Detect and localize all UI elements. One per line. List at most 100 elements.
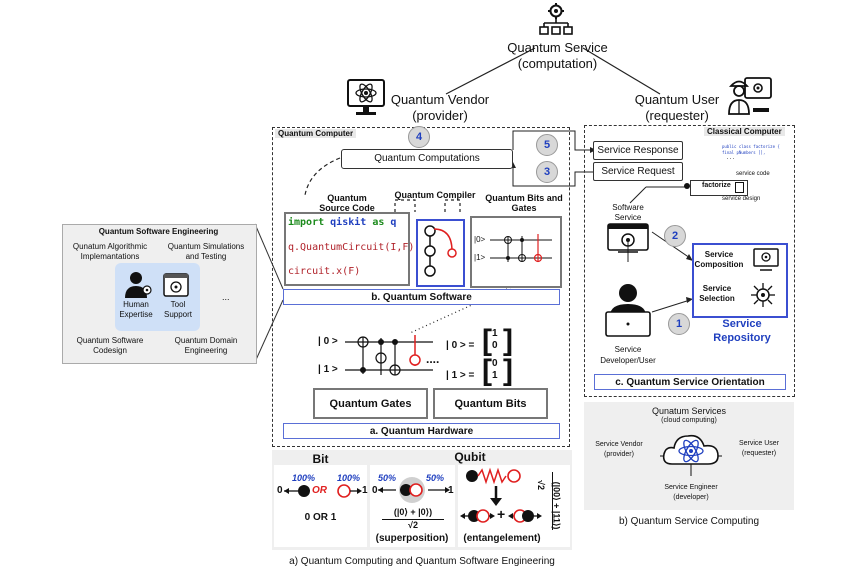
atom-monitor-icon: [347, 79, 385, 115]
vec0-top: 1: [492, 328, 498, 339]
services-engineer-sub: (developer): [673, 494, 709, 501]
code-snippet-line-1: public class factorize {: [722, 144, 780, 149]
qse-ellipsis: ...: [222, 292, 230, 302]
bits-gates-box: [470, 216, 562, 288]
bit-zero: 0: [277, 485, 283, 496]
software-service-icon: [607, 223, 649, 253]
qubit-title: Qubit: [454, 450, 486, 464]
service-response-text: Service Response: [597, 145, 679, 156]
code-snippet-line-3: ...: [726, 155, 736, 161]
superposition-formula-den: √2: [408, 520, 418, 530]
factorize-box: [690, 180, 748, 196]
qubit-prob-right: 50%: [426, 473, 445, 483]
qubit-one: 1: [448, 485, 454, 496]
qse-top-right: Quantum Simulations and Testing: [167, 242, 245, 261]
step-1-badge: 1: [668, 313, 690, 335]
developer-line-2: Developer/User: [600, 356, 656, 365]
entanglement-caption: (entangelement): [463, 533, 541, 544]
selection-chip-icon: [751, 283, 775, 307]
step-2-badge: 2: [664, 225, 686, 247]
entanglement-vertical-den: √2: [535, 480, 546, 490]
selection-label: Service Selection: [699, 284, 735, 303]
bits-gates-title: Quantum Bits and Gates: [485, 193, 563, 213]
qse-bottom-left: Quantum Software Codesign: [76, 336, 144, 355]
step-5-badge: 5: [536, 134, 558, 156]
bit-prob-right: 100%: [337, 473, 361, 483]
service-request-box: Service Request: [593, 162, 683, 181]
quantum-software-label: b. Quantum Software: [283, 289, 560, 305]
developer-line-1: Service: [614, 345, 642, 354]
hw-circuit: [345, 335, 433, 376]
vec1-label: | 1 > =: [446, 370, 475, 381]
code-line-1: import qiskit as q: [288, 217, 397, 228]
services-user: Service User: [738, 440, 780, 447]
vec0-label: | 0 > =: [446, 340, 475, 351]
vec1-top: 0: [492, 358, 498, 369]
source-code-box: import qiskit as q q.QuantumCircuit(I,F)…: [284, 212, 414, 286]
step-4-badge: 4: [408, 126, 430, 148]
service-request-text: Service Request: [601, 166, 675, 177]
sw-circuit: [490, 234, 552, 263]
code-line-3: circuit.x(F): [288, 266, 361, 277]
superposition-formula-num: (|0⟩ + |0⟩): [393, 507, 433, 517]
bit-area: [274, 465, 367, 547]
bit-states: [284, 484, 362, 498]
vendor-title: Quantum Vendor: [390, 92, 490, 107]
service-response-box: Service Response: [593, 141, 683, 160]
user-title: Quantum User: [634, 92, 720, 107]
compiler-title: Quantum Compiler: [394, 190, 476, 200]
hw-ket-1: | 1 >: [318, 364, 338, 375]
qse-top-left: Qunatum Algorithmic Implemantations: [72, 242, 148, 261]
sw-ket-1: |1>: [474, 253, 486, 262]
vec0-bottom: 0: [492, 340, 498, 351]
tool-support-label: Tool Support: [163, 300, 193, 319]
service-code-label: service code: [736, 171, 770, 177]
network-gear-icon: [539, 3, 573, 35]
code-snippet-line-2: final pNumbers [],: [722, 150, 766, 155]
entanglement-vertical-bar: [552, 472, 553, 530]
superposition-caption: (superposition): [375, 533, 449, 544]
user-subtitle: (requester): [645, 108, 709, 123]
compiler-graph: [424, 225, 457, 277]
qse-title: Quantum Software Engineering: [98, 227, 219, 236]
bit-one: 1: [362, 485, 368, 496]
sw-ket-0: |0>: [474, 235, 486, 244]
vendor-subtitle: (provider): [412, 108, 468, 123]
composition-label: Service Composition: [694, 250, 744, 269]
step-3-badge: 3: [536, 161, 558, 183]
services-title: Qunatum Services: [651, 406, 727, 416]
bit-title: Bit: [312, 452, 329, 466]
services-vendor: Service Vendor: [595, 441, 643, 448]
composition-icon: [753, 248, 779, 271]
services-user-sub: (requester): [741, 450, 777, 457]
vec1-bottom: 1: [492, 370, 498, 381]
caption-a: a) Quantum Computing and Quantum Softwar…: [289, 556, 555, 567]
service-repository-box: [692, 243, 788, 318]
hw-dots: ....: [426, 352, 440, 366]
quantum-hardware-label: a. Quantum Hardware: [283, 423, 560, 439]
services-vendor-sub: (provider): [604, 451, 634, 458]
bit-caption: 0 OR 1: [304, 512, 337, 523]
human-expertise-label: Human Expertise: [119, 300, 153, 319]
caption-b: b) Quantum Service Computing: [618, 516, 760, 527]
quantum-computations-label: Quantum Computations: [374, 153, 480, 164]
service-title: Quantum Service: [507, 40, 608, 55]
qse-bottom-right: Quantum Domain Engineering: [174, 336, 238, 355]
service-orientation-label: c. Quantum Service Orientation: [594, 374, 786, 390]
classical-computer-panel: [584, 125, 795, 397]
tool-support-icon: [163, 273, 189, 297]
qubit-zero: 0: [372, 485, 378, 496]
engineer-monitor-icon: [728, 77, 772, 115]
vec1-bracket-right: ]: [503, 354, 513, 387]
bit-prob-left: 100%: [292, 473, 316, 483]
quantum-computer-label: Quantum Computer: [275, 129, 357, 138]
factorize-label: factorize: [702, 182, 731, 189]
qubit-superposition-state: [378, 477, 450, 503]
bit-or: OR: [312, 485, 327, 496]
service-design-label: service design: [722, 196, 761, 202]
classical-computer-label: Classical Computer: [704, 127, 785, 136]
code-line-2: q.QuantumCircuit(I,F): [288, 242, 415, 253]
service-subtitle: (computation): [517, 56, 598, 71]
quantum-bits-text: Quantum Bits: [454, 397, 527, 410]
service-orientation-text: c. Quantum Service Orientation: [615, 376, 765, 388]
